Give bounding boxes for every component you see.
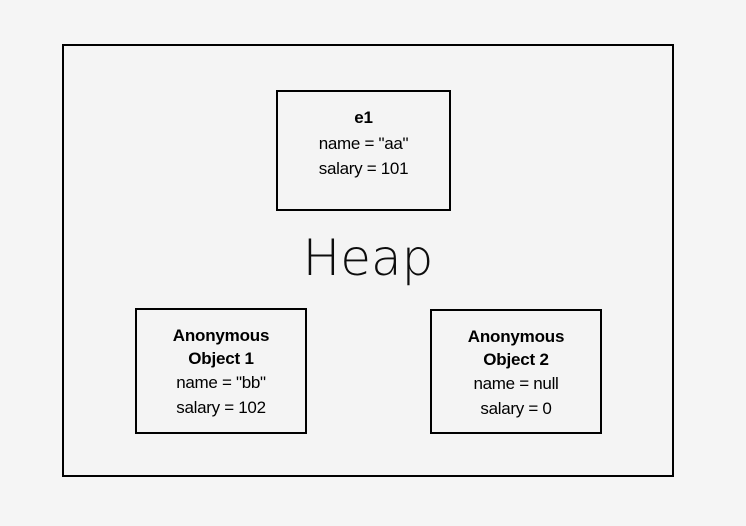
- object-box-anonymous-object-2: Anonymous Object 2 name = null salary = …: [430, 309, 602, 434]
- heap-label: Heap: [302, 229, 434, 287]
- object-box-anonymous-object-1-field-salary: salary = 102: [176, 398, 266, 417]
- object-box-anonymous-object-1-field-name: name = "bb": [176, 373, 266, 392]
- object-box-anonymous-object-1-title-line-1: Anonymous: [172, 326, 270, 345]
- object-box-anonymous-object-2-field-salary: salary = 0: [480, 399, 552, 418]
- object-box-e1: e1 name = "aa" salary = 101: [276, 90, 451, 211]
- object-box-anonymous-object-1-title-line-2: Object 1: [188, 349, 254, 368]
- object-box-anonymous-object-2-title-line-2: Object 2: [483, 350, 549, 369]
- object-box-anonymous-object-2-field-name: name = null: [473, 374, 559, 393]
- object-box-e1-title-line-1: e1: [354, 108, 373, 127]
- object-box-e1-field-salary: salary = 101: [318, 159, 409, 178]
- object-box-anonymous-object-1: Anonymous Object 1 name = "bb" salary = …: [135, 308, 307, 434]
- object-box-e1-field-name: name = "aa": [318, 134, 409, 153]
- heap-container: Heap e1 name = "aa" salary = 101 Anonymo…: [62, 44, 674, 477]
- object-box-anonymous-object-2-title-line-1: Anonymous: [467, 327, 565, 346]
